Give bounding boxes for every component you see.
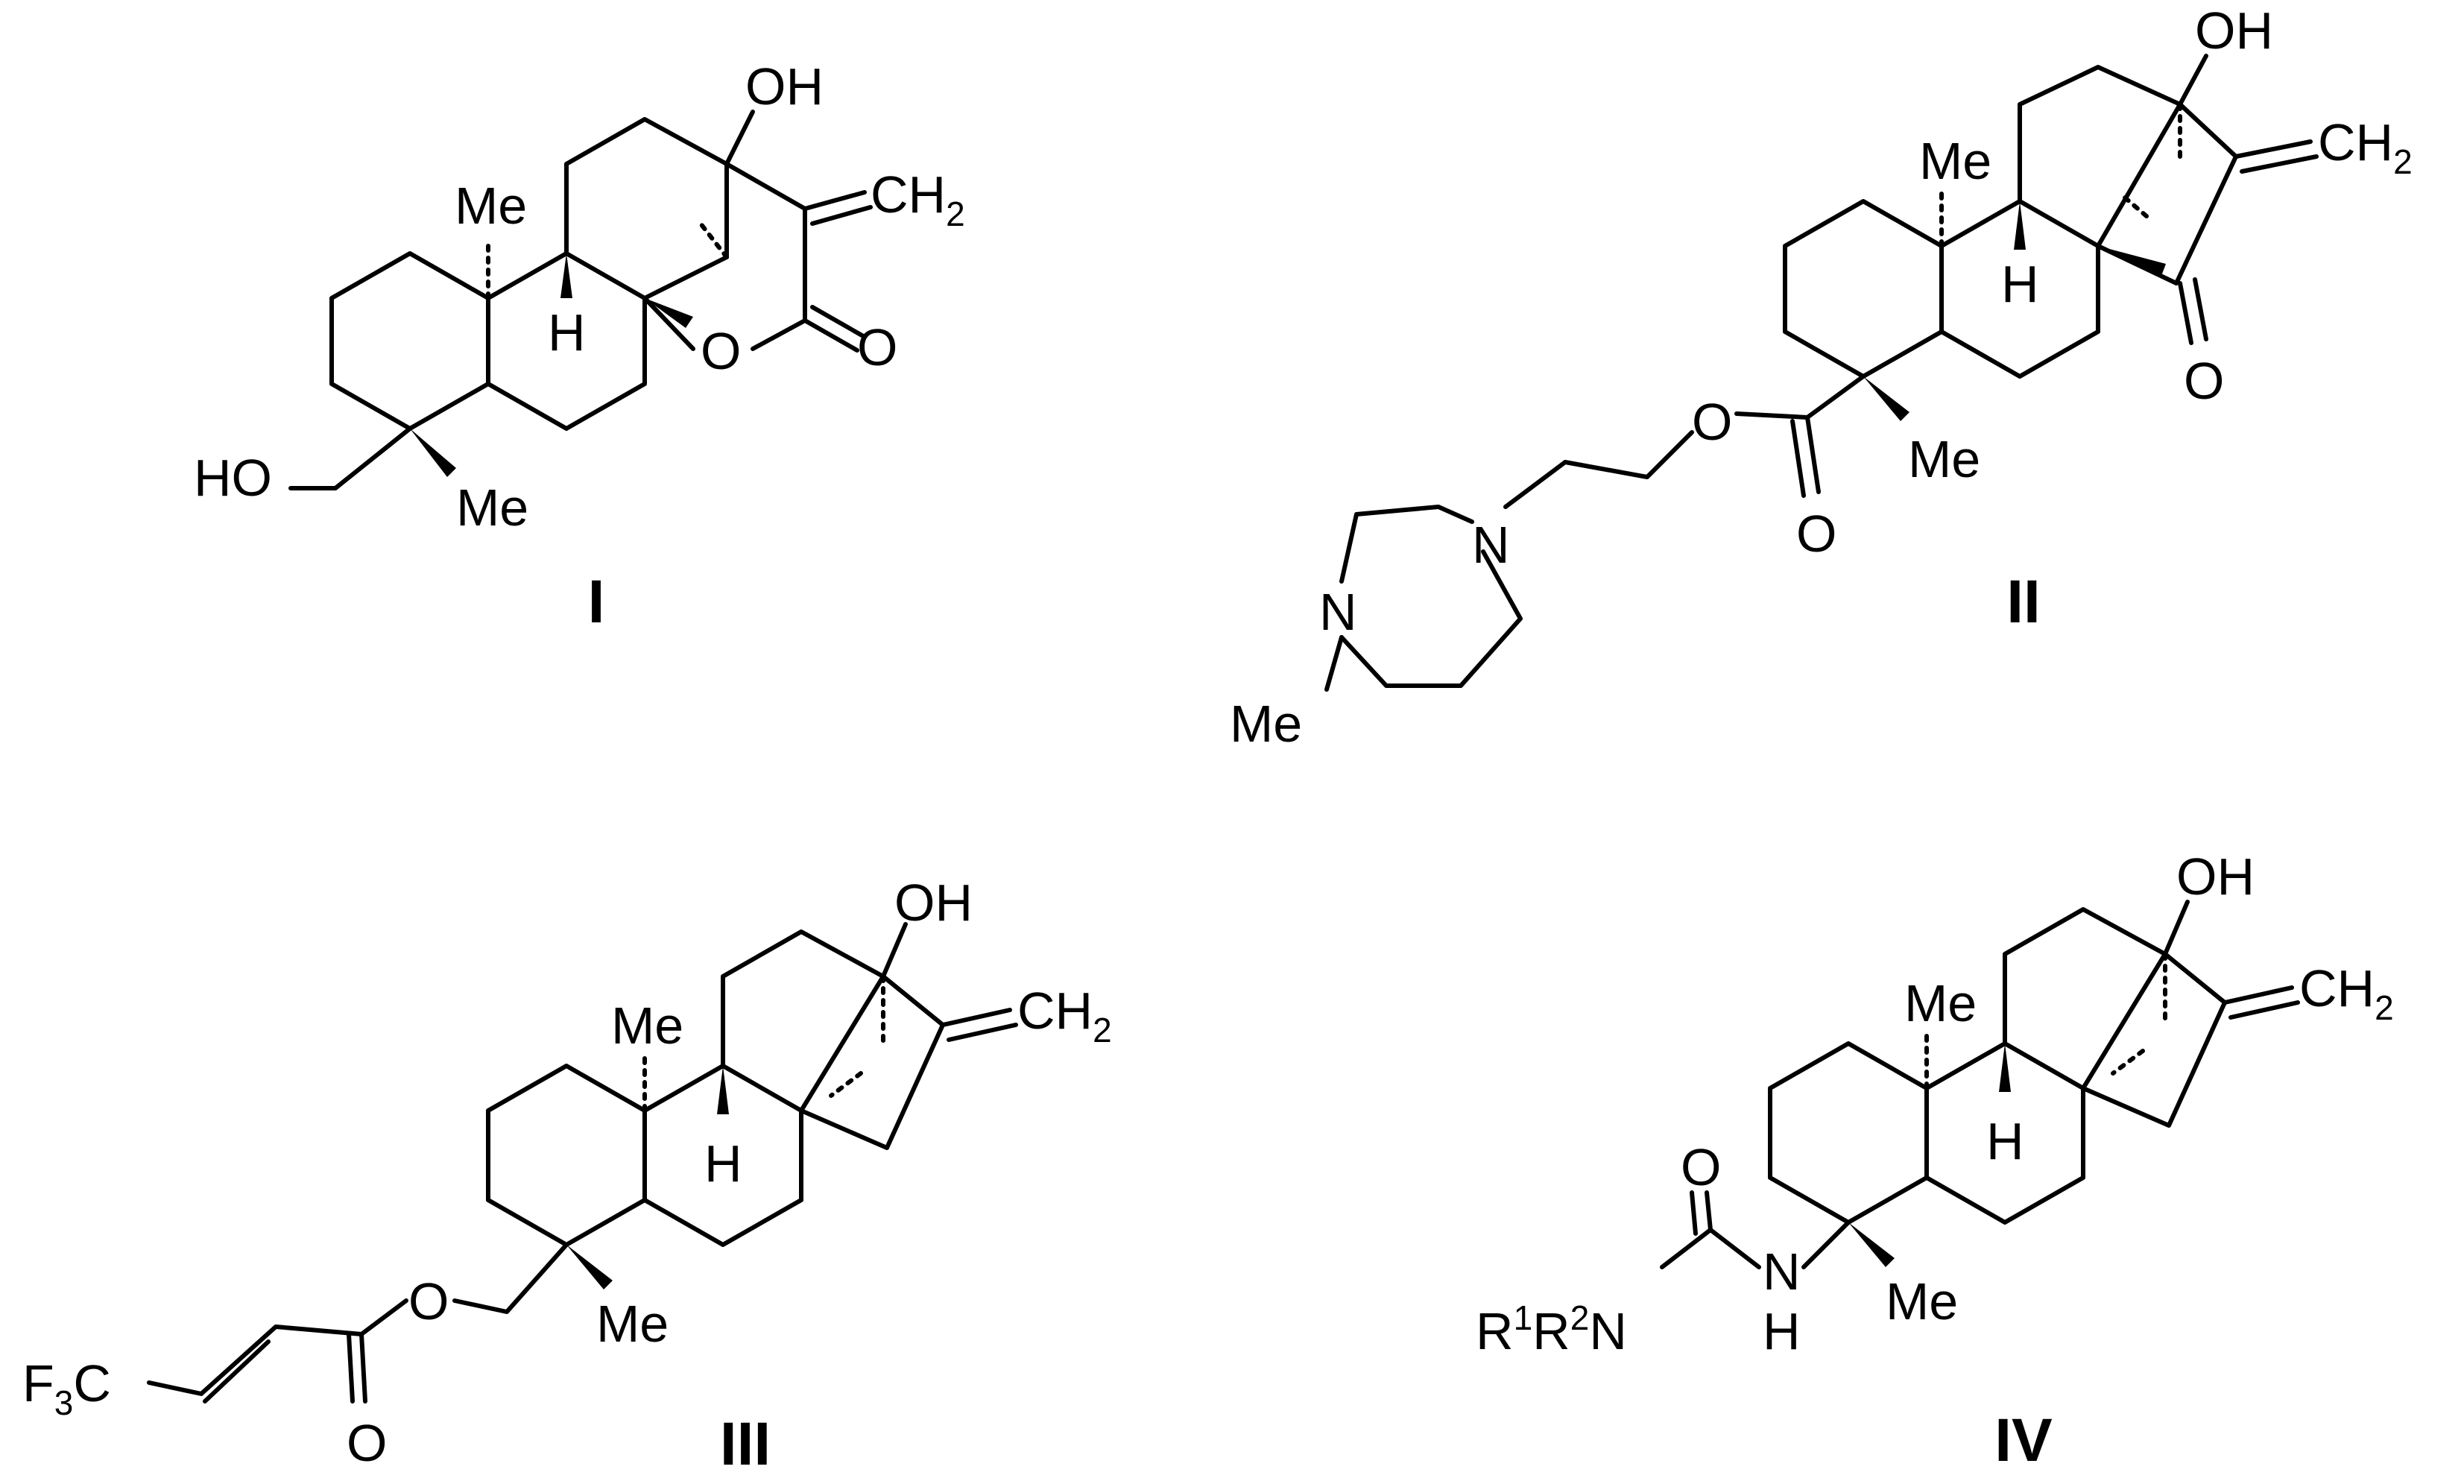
compound-IV-ch2-label: CH2 bbox=[2299, 959, 2394, 1027]
compound-III-me2-label: Me bbox=[596, 1295, 669, 1353]
compound-IV-me2-label: Me bbox=[1886, 1272, 1958, 1330]
compound-I-bonds bbox=[288, 110, 873, 490]
compound-II-structure: OH CH2 Me H O Me O O N N Me II bbox=[1230, 1, 2413, 753]
compound-I-me-label: Me bbox=[455, 177, 527, 235]
compound-I-atom-labels: OH CH2 Me H O O HO Me bbox=[194, 57, 965, 537]
compound-I-label: I bbox=[588, 568, 605, 636]
compound-I-structure: OH CH2 Me H O O HO Me I bbox=[194, 57, 965, 636]
compound-II-h-label: H bbox=[2001, 255, 2039, 313]
compound-II-label: II bbox=[2006, 568, 2041, 636]
compound-II-me3-label: Me bbox=[1230, 695, 1302, 753]
compound-II-bonds bbox=[1324, 54, 2319, 692]
compound-IV-oh-label: OH bbox=[2176, 847, 2255, 906]
compound-IV-me-label: Me bbox=[1904, 974, 1977, 1032]
compound-III-oh-label: OH bbox=[894, 874, 973, 932]
compound-I-me2-label: Me bbox=[456, 479, 528, 537]
compound-II-me2-label: Me bbox=[1908, 430, 1980, 488]
compound-IV-structure: OH CH2 Me H Me O N H R1R2N IV bbox=[1476, 847, 2394, 1474]
compound-IV-carbonyl-o-label: O bbox=[1681, 1138, 1721, 1196]
compound-II-me-label: Me bbox=[1919, 132, 1991, 190]
compound-IV-nh-n-label: N bbox=[1763, 1243, 1801, 1301]
compound-III-label: III bbox=[720, 1410, 771, 1478]
compound-I-carbonyl-o-label: O bbox=[857, 318, 897, 376]
compound-I-ring-o-label: O bbox=[701, 322, 741, 380]
compound-III-carbonyl-o-label: O bbox=[347, 1414, 387, 1472]
compound-II-ester-o-label: O bbox=[1692, 393, 1732, 451]
compound-III-structure: OH CH2 Me H Me O O F3C III bbox=[22, 874, 1112, 1478]
compound-III-f3c-label: F3C bbox=[22, 1354, 111, 1422]
compound-I-oh-label: OH bbox=[745, 57, 824, 116]
compound-II-ch2-label: CH2 bbox=[2318, 113, 2413, 181]
compound-II-atom-labels: OH CH2 Me H O Me O O N N Me bbox=[1230, 1, 2413, 753]
compound-II-carbonyl-o-label: O bbox=[1796, 505, 1836, 563]
compound-III-atom-labels: OH CH2 Me H Me O O F3C bbox=[22, 874, 1112, 1472]
compound-I-h-label: H bbox=[548, 303, 586, 361]
compound-IV-bonds bbox=[1660, 900, 2300, 1269]
compound-II-n1-label: N bbox=[1472, 516, 1510, 574]
compound-I-ch2-label: CH2 bbox=[871, 165, 965, 233]
compound-IV-nh-h-label: H bbox=[1763, 1302, 1801, 1360]
compound-III-h-label: H bbox=[704, 1134, 742, 1193]
compound-II-n2-label: N bbox=[1319, 583, 1357, 641]
compound-I-ho-label: HO bbox=[194, 449, 272, 507]
compound-II-stereo-bonds bbox=[1863, 102, 2182, 421]
compound-II-ketone-o-label: O bbox=[2184, 352, 2224, 410]
compound-II-oh-label: OH bbox=[2195, 1, 2273, 60]
compound-IV-r1r2n-label: R1R2N bbox=[1476, 1298, 1627, 1360]
compound-III-ester-o-label: O bbox=[408, 1272, 449, 1330]
compound-IV-h-label: H bbox=[1986, 1112, 2024, 1170]
compound-IV-atom-labels: OH CH2 Me H Me O N H R1R2N bbox=[1476, 847, 2394, 1360]
compound-III-ch2-label: CH2 bbox=[1017, 982, 1112, 1049]
compound-IV-label: IV bbox=[1994, 1406, 2053, 1474]
compound-I-stereo-bonds bbox=[410, 162, 729, 477]
compound-III-bonds bbox=[147, 922, 1018, 1404]
compound-III-stereo-bonds bbox=[566, 974, 885, 1289]
compound-IV-stereo-bonds bbox=[1848, 952, 2167, 1267]
compound-III-me-label: Me bbox=[611, 997, 683, 1055]
